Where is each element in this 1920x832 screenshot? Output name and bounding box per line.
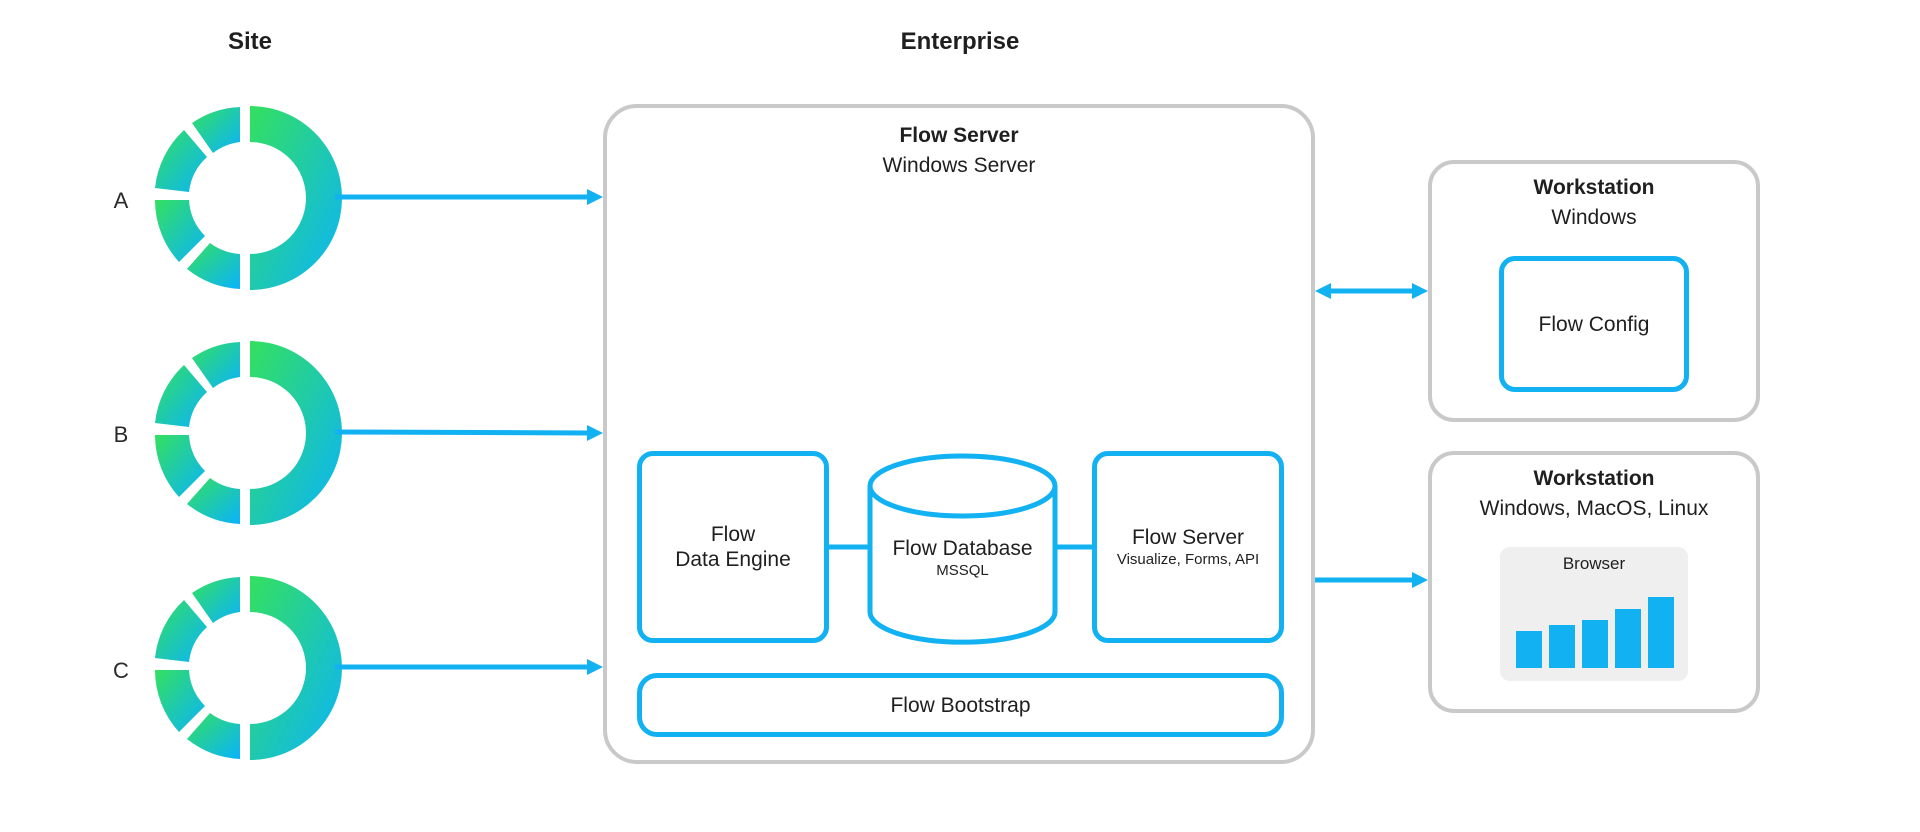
browser-bar-1 — [1516, 631, 1542, 668]
flow-server-detail: Visualize, Forms, API — [1116, 550, 1260, 568]
flow-server-name: Flow Server — [1131, 525, 1245, 549]
browser-bar-4 — [1615, 609, 1641, 668]
enterprise-heading: Enterprise — [900, 28, 1020, 55]
browser-label: Browser — [1562, 554, 1626, 573]
browser-bar-2 — [1549, 625, 1575, 668]
flow-data-engine-box[interactable]: Flow Data Engine — [637, 451, 829, 643]
flow-server-panel-subtitle: Windows Server — [882, 154, 1036, 177]
workstation-browser-subtitle: Windows, MacOS, Linux — [1479, 497, 1709, 520]
site-b-arrow-icon — [334, 429, 591, 436]
flow-bootstrap-label: Flow Bootstrap — [890, 693, 1031, 717]
browser-bar-3 — [1582, 620, 1608, 668]
flow-database-name: Flow Database — [892, 537, 1033, 560]
site-label-c: C — [113, 658, 129, 683]
data-engine-line1: Flow — [710, 523, 756, 546]
flow-server-panel: Flow Server Windows Server — [603, 104, 1315, 764]
database-cylinder-top — [867, 453, 1058, 519]
browser-bar-5 — [1648, 597, 1674, 668]
data-engine-line2: Data Engine — [675, 548, 791, 571]
flow-config-box[interactable]: Flow Config — [1499, 256, 1689, 392]
flow-database-detail: MSSQL — [936, 562, 989, 579]
flow-database[interactable]: Flow Database MSSQL — [870, 536, 1055, 581]
browser-bar-chart-icon — [1516, 597, 1674, 668]
flow-config-label: Flow Config — [1538, 312, 1650, 336]
workstation-config-subtitle: Windows — [1551, 206, 1637, 229]
site-label-a: A — [113, 188, 129, 213]
flow-server-panel-title: Flow Server — [899, 124, 1019, 147]
workstation-config-title: Workstation — [1533, 176, 1655, 199]
browser-window[interactable]: Browser — [1500, 547, 1688, 681]
flow-server-box[interactable]: Flow Server Visualize, Forms, API — [1092, 451, 1284, 643]
site-label-b: B — [113, 422, 129, 447]
database-cylinder-icon — [867, 486, 1058, 645]
site-heading: Site — [227, 28, 272, 55]
flow-bootstrap-box[interactable]: Flow Bootstrap — [637, 673, 1284, 737]
workstation-browser-title: Workstation — [1533, 467, 1655, 490]
